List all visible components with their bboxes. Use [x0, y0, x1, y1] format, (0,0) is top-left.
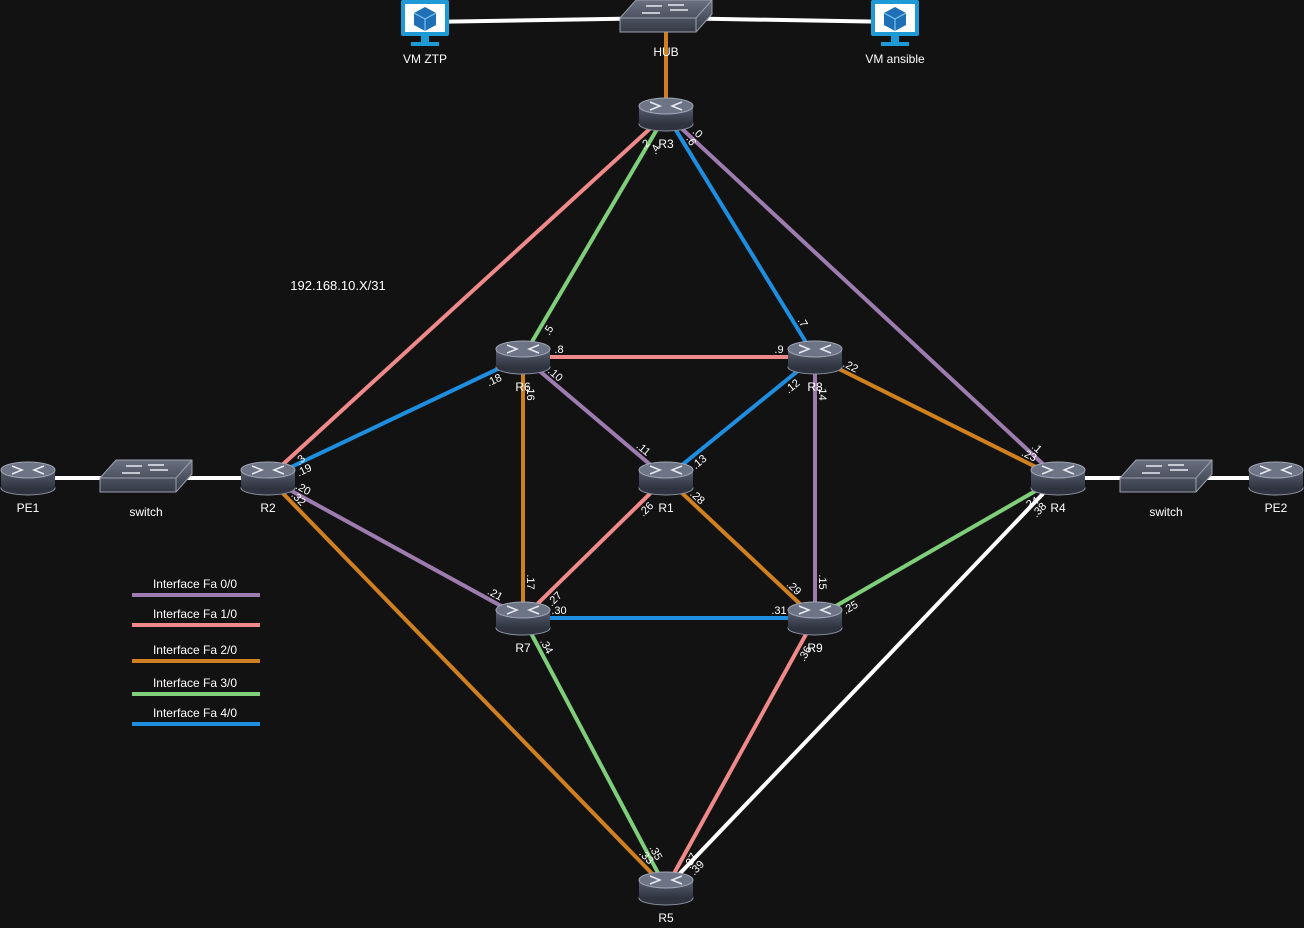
ip-label: .31: [771, 605, 786, 617]
ip-label: .14: [816, 385, 828, 400]
node-label: R7: [515, 641, 531, 655]
ip-label: .19: [295, 462, 314, 479]
router-icon: [787, 601, 843, 636]
ip-label: .8: [554, 344, 563, 356]
link-r6-r2: [267, 355, 524, 480]
node-label: R4: [1050, 501, 1066, 515]
node-sw2[interactable]: switch: [1119, 459, 1213, 519]
node-r1[interactable]: R1: [638, 461, 694, 515]
router-icon: [1030, 461, 1086, 496]
node-pe2[interactable]: PE2: [1248, 461, 1304, 515]
router-icon: [495, 340, 551, 375]
subnet-label: 192.168.10.X/31: [290, 278, 385, 293]
link-r2-r5: [266, 476, 668, 890]
router-icon: [0, 461, 56, 496]
link-r1-r7: [521, 476, 668, 620]
ip-label: .15: [816, 574, 828, 589]
node-label: VM ansible: [865, 52, 925, 66]
node-r3[interactable]: R3: [638, 97, 694, 151]
node-r2[interactable]: R2: [240, 461, 296, 515]
node-label: R8: [807, 380, 823, 394]
ip-label: .16: [524, 385, 536, 400]
legend-item: Interface Fa 3/0: [132, 676, 260, 696]
legend-label: Interface Fa 3/0: [153, 676, 237, 690]
legend-item: Interface Fa 1/0: [132, 607, 260, 627]
node-pe1[interactable]: PE1: [0, 461, 56, 515]
switch-icon: [619, 0, 713, 33]
legend-item: Interface Fa 4/0: [132, 706, 260, 726]
link-r8-r4: [814, 355, 1059, 480]
node-r5[interactable]: R5: [638, 871, 694, 925]
link-r3-r4: [664, 112, 1060, 480]
node-label: R9: [807, 641, 823, 655]
node-r4[interactable]: R4: [1030, 461, 1086, 515]
switch-icon: [1119, 459, 1213, 493]
legend-label: Interface Fa 4/0: [153, 706, 237, 720]
switch-icon: [99, 459, 193, 493]
vm-icon: [871, 0, 919, 46]
node-label: VM ZTP: [403, 52, 447, 66]
router-icon: [240, 461, 296, 496]
legend-item: Interface Fa 0/0: [132, 577, 260, 597]
node-label: R2: [260, 501, 276, 515]
legend-label: Interface Fa 1/0: [153, 607, 237, 621]
link-r3-r8: [664, 112, 817, 359]
node-r7[interactable]: R7: [495, 601, 551, 655]
link-r6-r1: [521, 355, 668, 480]
legend-label: Interface Fa 2/0: [153, 643, 237, 657]
node-r8[interactable]: R8: [787, 340, 843, 394]
node-label: R6: [515, 380, 531, 394]
node-label: PE1: [17, 501, 40, 515]
link-r4-r5: [664, 476, 1060, 890]
link-r7-r5: [521, 617, 668, 889]
node-label: R5: [658, 911, 674, 925]
router-icon: [638, 97, 694, 132]
link-r3-r2: [266, 112, 668, 480]
link-r4-r9: [814, 476, 1059, 620]
ip-label: .30: [551, 605, 566, 617]
node-r6[interactable]: R6: [495, 340, 551, 394]
link-r8-r1: [664, 355, 817, 480]
node-label: switch: [1149, 505, 1182, 519]
vm-icon: [401, 0, 449, 46]
link-r2-r7: [267, 476, 524, 620]
legend-item: Interface Fa 2/0: [132, 643, 260, 663]
link-r3-r6: [521, 112, 668, 359]
node-label: R1: [658, 501, 674, 515]
node-sw1[interactable]: switch: [99, 459, 193, 519]
subnet-label-text: 192.168.10.X/31: [290, 278, 385, 293]
ip-label: .29: [784, 579, 803, 598]
ip-label: .9: [774, 344, 783, 356]
ip-label: .18: [485, 372, 504, 389]
node-label: R3: [658, 137, 674, 151]
node-vmans[interactable]: VM ansible: [865, 0, 925, 66]
links-layer: [28, 16, 1276, 890]
node-vmztp[interactable]: VM ZTP: [401, 0, 449, 66]
router-icon: [495, 601, 551, 636]
router-icon: [638, 461, 694, 496]
router-icon: [787, 340, 843, 375]
node-label: HUB: [653, 45, 678, 59]
link-r9-r5: [664, 617, 817, 889]
node-hub[interactable]: HUB: [619, 0, 713, 59]
node-r9[interactable]: R9: [787, 601, 843, 655]
ip-label: .17: [524, 574, 536, 589]
link-r1-r9: [664, 476, 817, 620]
legend-label: Interface Fa 0/0: [153, 577, 237, 591]
node-label: PE2: [1265, 501, 1288, 515]
router-icon: [1248, 461, 1304, 496]
router-icon: [638, 871, 694, 906]
ip-label: .11: [634, 440, 653, 459]
ip-labels-layer: .2.3.4.5.6.7.0.1.8.9.10.11.12.13.14.15.1…: [288, 126, 1049, 878]
node-label: switch: [129, 505, 162, 519]
